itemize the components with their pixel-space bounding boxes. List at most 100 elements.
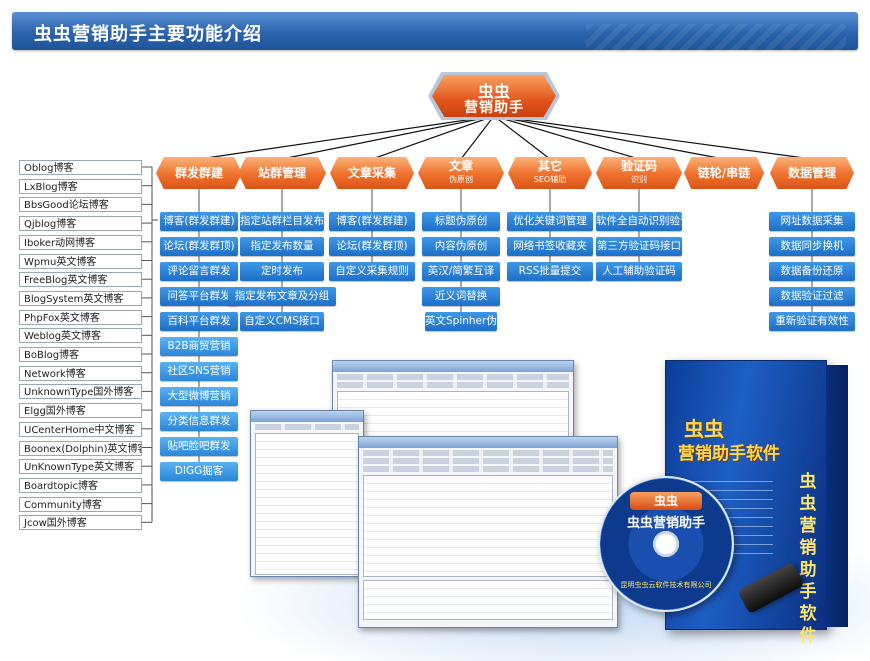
blog-platform-item: Boardtopic博客 [19, 477, 142, 493]
connector-line [493, 115, 725, 160]
connector-line [371, 115, 495, 160]
window-titlebar [333, 361, 573, 372]
feature-item: 社区SNS营销 [160, 362, 238, 381]
feature-item: 英文Spinher伪原创 [425, 312, 518, 331]
category-label: 站群管理 [257, 165, 306, 180]
connector-line [281, 115, 495, 160]
category-node: 验证码识别 [596, 157, 682, 189]
feature-item: 数据备份还原 [769, 262, 855, 281]
feature-item: DIGG掘客 [160, 462, 238, 481]
feature-item: 优化关键词管理 [507, 212, 593, 231]
software-window-left [250, 410, 364, 577]
category-node: 文章采集 [330, 157, 414, 189]
feature-item: 内容伪原创 [422, 237, 500, 256]
category-label: 验证码识别 [620, 159, 657, 185]
feature-item: 人工辅助验证码 [596, 262, 682, 281]
feature-item: 网址数据采集 [769, 212, 855, 231]
feature-item: 评论留言群发 [160, 262, 238, 281]
blog-platform-item: Weblog英文博客 [19, 328, 142, 344]
connector-line [460, 115, 495, 160]
root-line2: 营销助手 [464, 100, 524, 116]
root-node: 虫虫 营销助手 [432, 75, 556, 117]
category-label: 链轮/串链 [697, 165, 751, 180]
blog-platform-item: Iboker动网博客 [19, 234, 142, 250]
feature-item: 论坛(群发群顶) [160, 237, 238, 256]
feature-item: 英汉/简繁互译 [422, 262, 500, 281]
page-header: 虫虫营销助手主要功能介绍 [12, 12, 858, 62]
category-label: 文章伪原创 [448, 159, 473, 185]
feature-item: 定时发布 [240, 262, 324, 281]
feature-item: 重新验证有效性 [769, 312, 855, 331]
product-cd: 虫虫 虫虫营销助手 昆明虫虫云软件技术有限公司 [598, 476, 734, 612]
blog-platform-item: UnknownType国外博客 [19, 384, 142, 400]
feature-item: 网络书签收藏夹 [507, 237, 593, 256]
box-brand-big: 营销助手软件 [678, 444, 780, 464]
blog-platform-item: Elgg国外博客 [19, 403, 142, 419]
feature-item: 贴吧脸吧群发 [160, 437, 238, 456]
feature-item: 数据验证过滤 [769, 287, 855, 306]
connector-line [493, 115, 640, 160]
blog-platform-item: BlogSystem英文博客 [19, 290, 142, 306]
feature-item: 博客(群发群建) [160, 212, 238, 231]
box-vertical-title: 虫虫营销助手软件 [799, 472, 817, 646]
category-node: 链轮/串链 [684, 157, 764, 189]
blog-platform-item: PhpFox英文博客 [19, 309, 142, 325]
category-sublabel: SEO辅助 [533, 175, 567, 184]
feature-item: 分类信息群发 [160, 412, 238, 431]
feature-item: 软件全自动识别验证码 [596, 212, 701, 231]
header-decoration [586, 24, 846, 62]
blog-platform-item: Community博客 [19, 496, 142, 512]
category-node: 群发群建 [156, 157, 242, 189]
blog-platform-item: Qjblog博客 [19, 216, 142, 232]
connector-line [198, 115, 495, 160]
feature-item: B2B商贸营销 [160, 337, 238, 356]
blog-platform-item: Network博客 [19, 365, 142, 381]
cd-badge: 虫虫 [630, 492, 702, 510]
category-node: 站群管理 [238, 157, 326, 189]
feature-item: 大型微博营销 [160, 387, 238, 406]
blog-platform-item: Boonex(Dolphin)英文博客 [19, 440, 142, 456]
cd-name: 虫虫营销助手 [626, 516, 705, 531]
software-window-front [358, 436, 618, 628]
feature-item: 数据同步换机 [769, 237, 855, 256]
feature-item: 博客(群发群建) [329, 212, 415, 231]
blog-platform-item: UnKnownType英文博客 [19, 459, 142, 475]
feature-item: 指定发布文章及分组 [228, 287, 336, 306]
category-label: 文章采集 [347, 165, 396, 180]
category-sublabel: 伪原创 [448, 175, 473, 184]
blog-platform-item: UCenterHome中文博客 [19, 421, 142, 437]
blog-platform-item: Wpmu英文博客 [19, 253, 142, 269]
feature-item: 标题伪原创 [422, 212, 500, 231]
blog-platform-item: FreeBlog英文博客 [19, 272, 142, 288]
feature-item: 百科平台群发 [160, 312, 238, 331]
blog-platform-item: Oblog博客 [19, 160, 142, 175]
feature-item: 近义词替换 [422, 287, 500, 306]
feature-item: 指定站群栏目发布 [240, 212, 324, 231]
category-sublabel: 识别 [630, 175, 647, 184]
box-brand-small: 虫虫 [684, 417, 724, 441]
cd-company: 昆明虫虫云软件技术有限公司 [620, 581, 712, 589]
category-label: 数据管理 [787, 165, 836, 180]
window-titlebar [359, 437, 617, 448]
blog-platform-item: BbsGood论坛博客 [19, 197, 142, 213]
connector-line [493, 115, 551, 160]
feature-item: 第三方验证码接口 [596, 237, 682, 256]
feature-item: 自定义CMS接口 [240, 312, 324, 331]
blog-platform-item: Jcow国外博客 [19, 515, 142, 531]
window-titlebar [251, 411, 363, 422]
blog-platform-item: LxBlog博客 [19, 178, 142, 194]
product-box-side [826, 365, 848, 627]
feature-item: 自定义采集规则 [329, 262, 415, 281]
blog-platform-item: BoBlog博客 [19, 347, 142, 362]
feature-item: RSS批量提交 [507, 262, 593, 281]
page-title: 虫虫营销助手主要功能介绍 [34, 24, 262, 45]
feature-item: 问答平台群发 [160, 287, 238, 306]
root-line1: 虫虫 [477, 82, 510, 101]
category-node: 数据管理 [770, 157, 854, 189]
feature-item: 论坛(群发群顶) [329, 237, 415, 256]
connector-line [493, 115, 813, 160]
feature-item: 指定发布数量 [240, 237, 324, 256]
category-node: 文章伪原创 [418, 157, 504, 189]
